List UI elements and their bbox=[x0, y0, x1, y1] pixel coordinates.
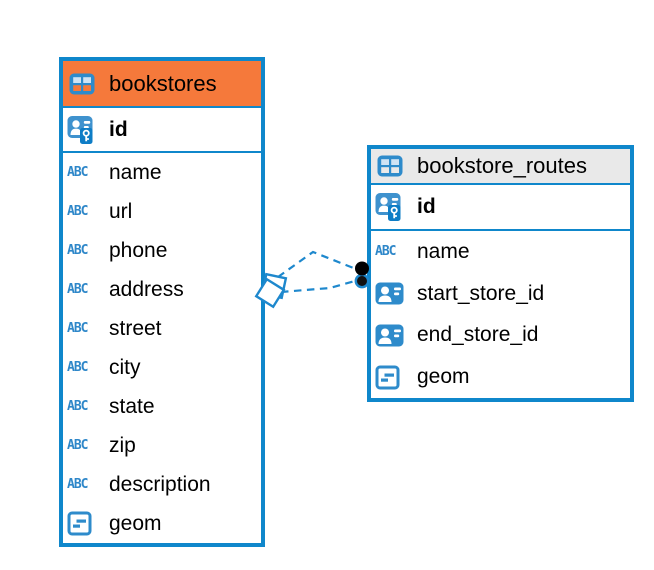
column-row[interactable]: ABC description bbox=[63, 465, 261, 504]
foreign-key-icon bbox=[375, 282, 404, 305]
table-header-bookstores[interactable]: bookstores bbox=[63, 61, 261, 106]
divider bbox=[63, 106, 261, 108]
column-row[interactable]: ABC geom bbox=[63, 504, 261, 543]
column-row-primary-key[interactable]: id bbox=[371, 185, 630, 229]
column-row[interactable]: ABC zip bbox=[63, 426, 261, 465]
text-type-icon: ABC bbox=[67, 282, 89, 297]
column-name: name bbox=[417, 239, 470, 263]
column-name: id bbox=[109, 117, 128, 141]
column-row[interactable]: ABC geom bbox=[371, 356, 630, 398]
table-icon bbox=[377, 155, 403, 177]
table-header-bookstore-routes[interactable]: bookstore_routes bbox=[371, 149, 630, 183]
column-row[interactable]: ABC state bbox=[63, 387, 261, 426]
foreign-key-icon bbox=[375, 324, 404, 347]
column-row[interactable]: ABC phone bbox=[63, 231, 261, 270]
column-name: state bbox=[109, 394, 155, 418]
geometry-type-icon bbox=[67, 511, 92, 536]
divider bbox=[63, 151, 261, 153]
column-name: start_store_id bbox=[417, 281, 545, 305]
text-type-icon: ABC bbox=[67, 165, 89, 180]
table-icon bbox=[69, 73, 95, 94]
primary-key-icon bbox=[67, 115, 93, 144]
text-type-icon: ABC bbox=[67, 243, 89, 258]
column-row-primary-key[interactable]: id bbox=[63, 108, 261, 151]
column-name: address bbox=[109, 277, 184, 301]
column-row[interactable]: ABC name bbox=[371, 231, 630, 273]
column-name: end_store_id bbox=[417, 323, 539, 347]
primary-key-icon bbox=[375, 193, 401, 221]
divider bbox=[371, 183, 630, 185]
table-title: bookstores bbox=[109, 70, 217, 96]
column-row[interactable]: ABC end_store_id bbox=[371, 315, 630, 357]
relationship-line-lower bbox=[280, 279, 356, 294]
text-type-icon: ABC bbox=[67, 399, 89, 414]
text-type-icon: ABC bbox=[375, 244, 397, 260]
text-type-icon: ABC bbox=[67, 360, 89, 375]
column-name: geom bbox=[109, 511, 162, 535]
column-name: name bbox=[109, 160, 162, 184]
column-row[interactable]: ABC address bbox=[63, 270, 261, 309]
column-name: street bbox=[109, 316, 162, 340]
column-row[interactable]: ABC city bbox=[63, 348, 261, 387]
table-bookstore-routes[interactable]: bookstore_routes id ABC bbox=[367, 145, 634, 402]
geometry-type-icon bbox=[375, 365, 400, 390]
text-type-icon: ABC bbox=[67, 438, 89, 453]
column-name: description bbox=[109, 472, 211, 496]
relationship-line-upper bbox=[277, 250, 357, 278]
column-name: city bbox=[109, 355, 141, 379]
table-title: bookstore_routes bbox=[417, 153, 587, 178]
text-type-icon: ABC bbox=[67, 321, 89, 336]
column-list: ABC name ABC bbox=[63, 153, 261, 543]
divider bbox=[371, 229, 630, 231]
column-name: url bbox=[109, 199, 133, 223]
text-type-icon: ABC bbox=[67, 204, 89, 219]
column-name: id bbox=[417, 195, 436, 218]
column-row[interactable]: ABC url bbox=[63, 192, 261, 231]
column-row[interactable]: ABC name bbox=[63, 153, 261, 192]
column-row[interactable]: ABC start_store_id bbox=[371, 273, 630, 315]
column-name: phone bbox=[109, 238, 168, 262]
text-type-icon: ABC bbox=[67, 477, 89, 492]
column-row[interactable]: ABC street bbox=[63, 309, 261, 348]
table-bookstores[interactable]: bookstores id ABC bbox=[59, 57, 265, 547]
column-list: ABC name ABC bbox=[371, 231, 630, 398]
column-name: zip bbox=[109, 433, 136, 457]
column-name: geom bbox=[417, 365, 470, 389]
